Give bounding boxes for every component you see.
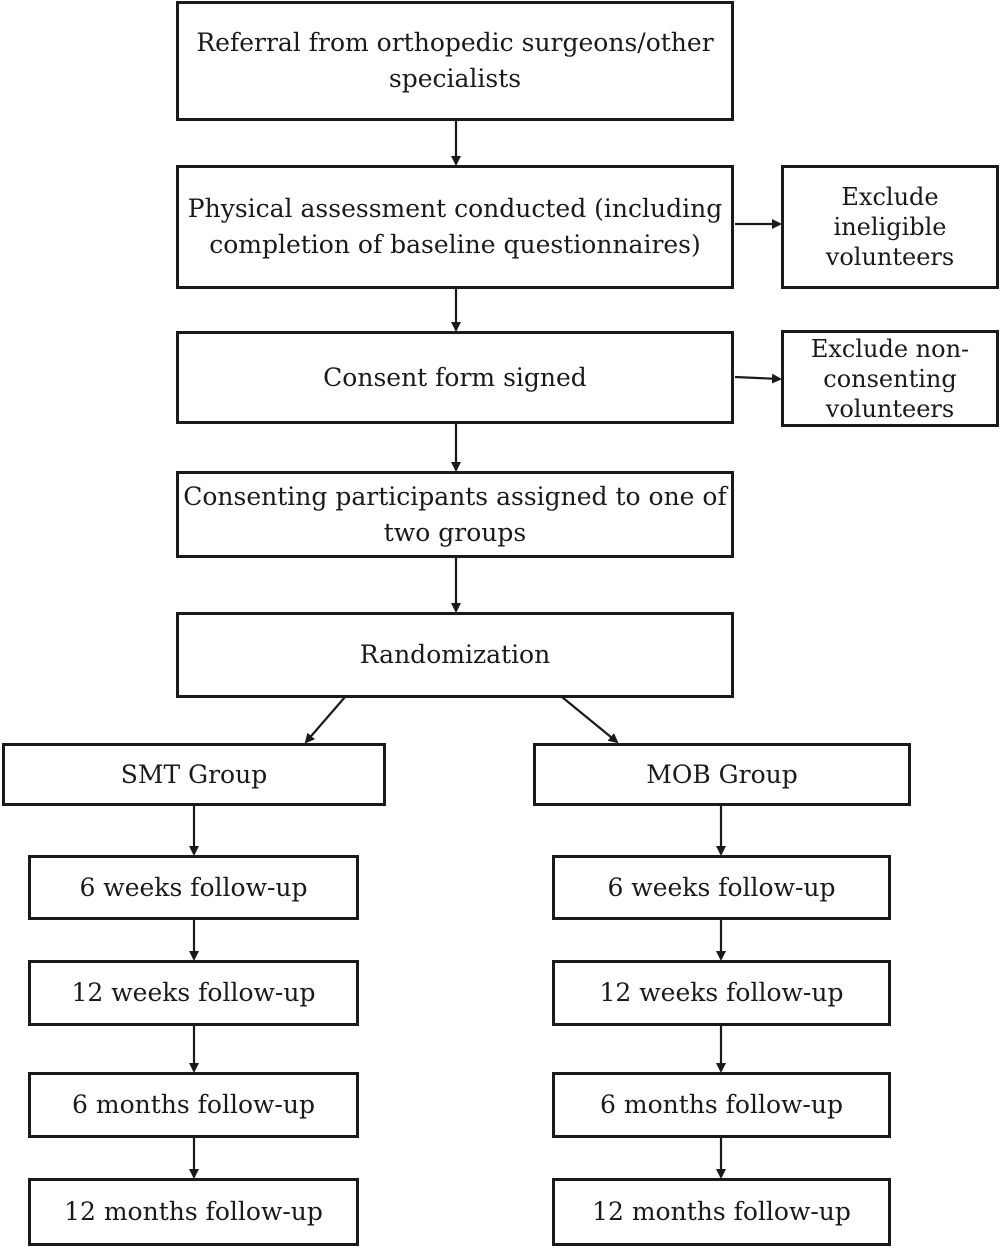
arrow-consent-to-exclude-nonconsenting	[734, 373, 782, 384]
randomization-box: Randomization	[176, 612, 734, 698]
smt-6-months-text: 6 months follow-up	[72, 1090, 315, 1119]
mob-12-months-box: 12 months follow-up	[552, 1178, 891, 1246]
smt-6-weeks-text: 6 weeks follow-up	[79, 872, 308, 902]
smt-12-months-box: 12 months follow-up	[28, 1178, 359, 1246]
mob-6-months-box: 6 months follow-up	[552, 1072, 891, 1138]
mob-12-weeks-box: 12 weeks follow-up	[552, 960, 891, 1026]
assessment-box: Physical assessment conducted (including…	[176, 165, 734, 289]
exclude-ineligible-text: Exclude ineligible volunteers	[825, 183, 955, 271]
assessment-text: Physical assessment conducted (including…	[187, 194, 723, 259]
exclude-ineligible-box: Exclude ineligible volunteers	[781, 165, 999, 289]
consent-text: Consent form signed	[323, 362, 587, 392]
randomization-text: Randomization	[359, 640, 551, 669]
consent-box: Consent form signed	[176, 331, 734, 424]
mob-6-weeks-text: 6 weeks follow-up	[607, 872, 836, 902]
referral-text: Referral from orthopedic surgeons/other …	[196, 28, 714, 93]
smt-12-weeks-text: 12 weeks follow-up	[71, 978, 316, 1007]
smt-12-weeks-box: 12 weeks follow-up	[28, 960, 359, 1026]
mob-group-box: MOB Group	[533, 743, 911, 806]
mob-group-text: MOB Group	[646, 759, 798, 789]
arrow-randomization-to-smt	[304, 696, 346, 744]
smt-12-months-text: 12 months follow-up	[64, 1197, 323, 1226]
mob-12-weeks-text: 12 weeks follow-up	[599, 978, 844, 1007]
assigned-box: Consenting participants assigned to one …	[176, 471, 734, 558]
smt-6-weeks-box: 6 weeks follow-up	[28, 855, 359, 920]
arrow-randomization-to-mob	[561, 696, 619, 744]
smt-group-box: SMT Group	[2, 743, 386, 806]
smt-group-text: SMT Group	[120, 759, 268, 789]
exclude-nonconsenting-text: Exclude non- consenting volunteers	[810, 334, 970, 423]
mob-12-months-text: 12 months follow-up	[592, 1197, 851, 1226]
exclude-nonconsenting-box: Exclude non- consenting volunteers	[781, 330, 999, 427]
assigned-text: Consenting participants assigned to one …	[183, 481, 727, 547]
mob-6-months-text: 6 months follow-up	[600, 1090, 843, 1119]
referral-box: Referral from orthopedic surgeons/other …	[176, 1, 734, 121]
smt-6-months-box: 6 months follow-up	[28, 1072, 359, 1138]
mob-6-weeks-box: 6 weeks follow-up	[552, 855, 891, 920]
